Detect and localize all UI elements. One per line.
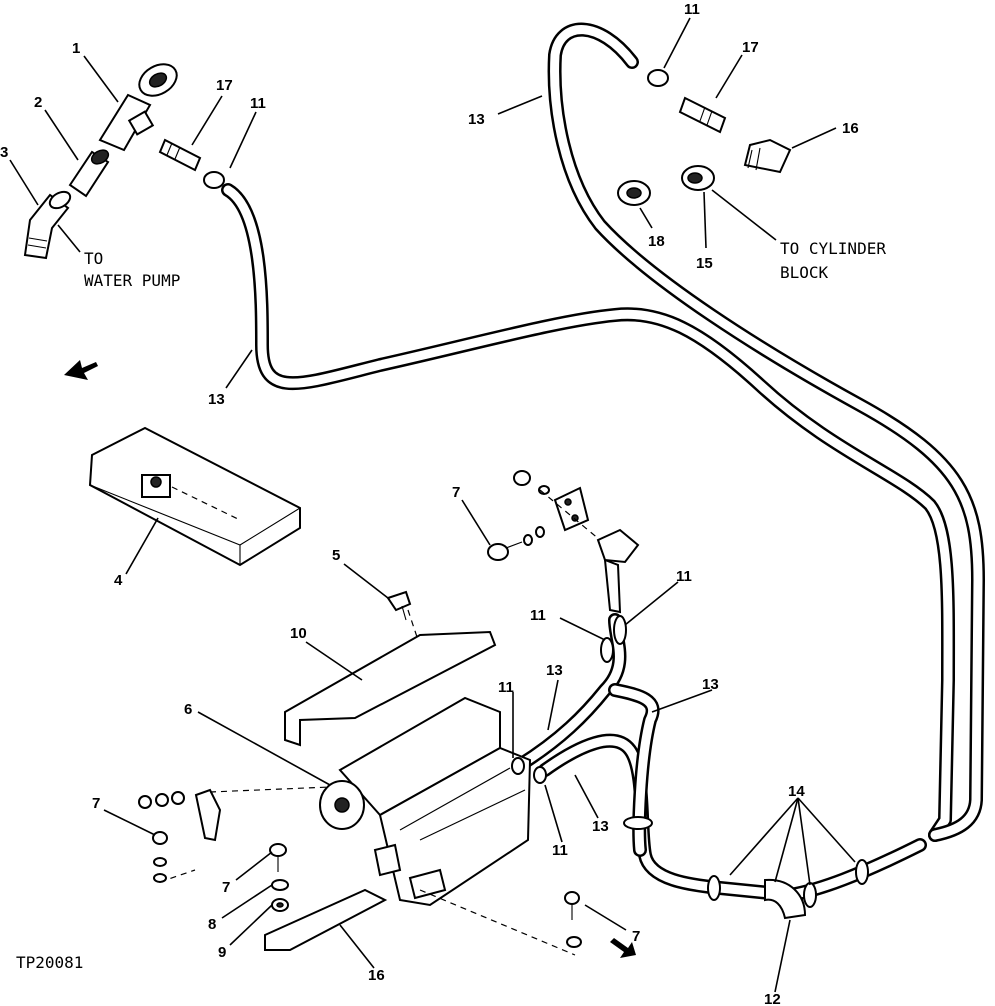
heater-feet	[373, 843, 447, 900]
callout-12: 12	[764, 991, 781, 1006]
callout-17-left: 17	[216, 77, 233, 94]
callout-7-bottom: 7	[222, 879, 230, 896]
callout-labels: 1 2 3 17 11 13 13 11 17 16 18 15 4 5 7 1…	[0, 1, 859, 1006]
hose-clamps-11-center	[511, 757, 547, 784]
screw-5	[386, 590, 412, 621]
plug-fitting-18	[617, 180, 651, 206]
screw-7-right	[564, 891, 582, 948]
hose-clamp-11-left	[203, 171, 225, 189]
main-heater-hose-outer	[547, 22, 985, 842]
callout-11-top: 11	[684, 1, 700, 18]
callout-1: 1	[72, 40, 80, 57]
reducer-fitting-2	[68, 149, 110, 198]
callout-7-valve: 7	[452, 484, 460, 501]
tee-fitting-1	[98, 63, 178, 152]
note-water-pump-line1: TO	[84, 249, 103, 268]
hardware-top	[513, 470, 550, 495]
callout-14: 14	[788, 783, 805, 800]
callout-11-valve-left: 11	[530, 607, 546, 624]
adapter-fitting-15	[681, 165, 715, 191]
elbow-fitting-16-top	[743, 138, 792, 174]
heater-core-6	[319, 696, 532, 907]
screw-7-bottom	[269, 843, 287, 872]
callout-11-valve-right: 11	[676, 568, 692, 585]
mounting-bracket-10	[284, 630, 497, 747]
note-water-pump: TO WATER PUMP	[84, 249, 180, 290]
callout-9: 9	[218, 944, 226, 961]
return-hose-lower	[538, 733, 777, 900]
valve-mount-plate	[553, 486, 590, 532]
callout-13-center: 13	[546, 662, 563, 679]
nut-group-left	[138, 788, 222, 842]
support-bracket-16-bottom	[264, 888, 388, 951]
note-cylinder-block-line2: BLOCK	[780, 263, 829, 282]
direction-arrow-bottom	[610, 938, 636, 958]
callout-4: 4	[114, 572, 123, 589]
figure-code: TP20081	[16, 953, 83, 972]
horizontal-hose-tee	[783, 838, 927, 902]
callout-10: 10	[290, 625, 307, 642]
callout-17-right: 17	[742, 39, 759, 56]
callout-18: 18	[648, 233, 665, 250]
callout-16-top: 16	[842, 120, 859, 137]
note-water-pump-line2: WATER PUMP	[84, 271, 180, 290]
hose-clamp-11-top	[647, 69, 669, 87]
callout-7-left: 7	[92, 795, 100, 812]
callout-2: 2	[34, 94, 42, 111]
hose-clip-13	[623, 816, 653, 830]
washer-8	[271, 879, 289, 891]
direction-arrow-upper-left	[64, 360, 98, 380]
nipple-fitting-17-right	[678, 96, 727, 134]
callout-13-lower: 13	[592, 818, 609, 835]
nipple-fitting-17-left	[158, 138, 202, 172]
elbow-fitting-12	[764, 878, 807, 920]
hose-clamp-14-left	[707, 875, 721, 901]
elbow-fitting-3	[23, 190, 72, 260]
callout-8: 8	[208, 916, 216, 933]
callout-16-bottom: 16	[368, 967, 385, 984]
callout-13-top: 13	[468, 111, 485, 128]
callout-5: 5	[332, 547, 340, 564]
alignment-lines	[159, 486, 601, 956]
callout-13-right: 13	[702, 676, 719, 693]
leader-lines	[9, 17, 856, 993]
callout-11-center: 11	[498, 679, 514, 696]
callout-7-right: 7	[632, 928, 640, 945]
lockwasher-9	[271, 898, 289, 912]
water-valve	[596, 528, 640, 663]
hose-clamp-14-right	[855, 859, 869, 885]
screw-7-valve	[487, 526, 545, 561]
main-heater-hose-upper	[221, 183, 956, 842]
callout-15: 15	[696, 255, 713, 272]
hose-clamp-14-mid	[803, 882, 817, 908]
callout-11-lower: 11	[552, 842, 568, 859]
callout-13-left: 13	[208, 391, 225, 408]
callout-11-left: 11	[250, 95, 266, 112]
note-cylinder-block: TO CYLINDER BLOCK	[780, 239, 886, 282]
screw-7-left	[152, 831, 168, 883]
heater-cover-4	[88, 426, 301, 567]
callout-3: 3	[0, 144, 8, 161]
note-cylinder-block-line1: TO CYLINDER	[780, 239, 886, 258]
callout-6: 6	[184, 701, 192, 718]
